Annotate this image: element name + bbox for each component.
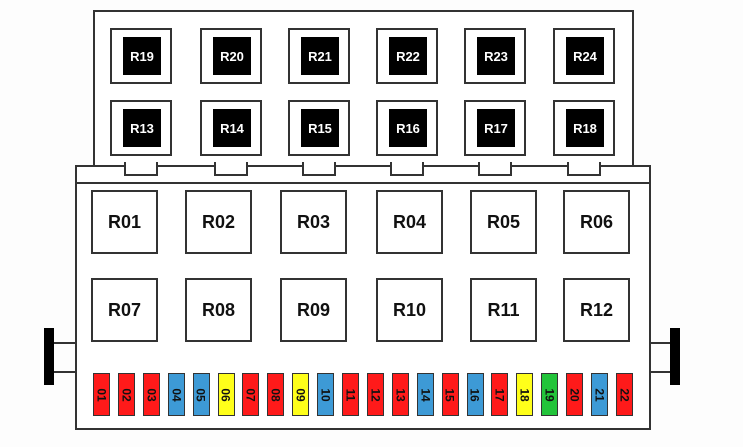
right-mount-line [651, 342, 670, 344]
fuse-label: 15 [443, 387, 458, 402]
relay-r10[interactable]: R10 [376, 278, 443, 342]
relay-r24[interactable]: R24 [553, 28, 615, 84]
fuse-14[interactable]: 14 [416, 373, 434, 416]
fuse-18[interactable]: 18 [516, 373, 534, 416]
fuse-02[interactable]: 02 [117, 373, 135, 416]
relay-r13[interactable]: R13 [110, 100, 172, 156]
relay-r06[interactable]: R06 [563, 190, 630, 254]
clip [478, 162, 512, 176]
fuse-09[interactable]: 09 [292, 373, 310, 416]
fuse-08[interactable]: 08 [267, 373, 285, 416]
relay-label: R13 [123, 109, 161, 147]
left-mount-handle [44, 328, 54, 385]
fuse-label: 22 [617, 387, 632, 402]
relay-label: R14 [213, 109, 251, 147]
relay-r04[interactable]: R04 [376, 190, 443, 254]
relay-r21[interactable]: R21 [288, 28, 350, 84]
fuse-label: 10 [318, 387, 333, 402]
relay-r05[interactable]: R05 [470, 190, 537, 254]
fuse-04[interactable]: 04 [167, 373, 185, 416]
relay-label: R18 [566, 109, 604, 147]
fuse-16[interactable]: 16 [466, 373, 484, 416]
left-mount-line [54, 342, 75, 344]
fuse-label: 14 [418, 387, 433, 402]
fuse-label: 16 [467, 387, 482, 402]
fuse-05[interactable]: 05 [192, 373, 210, 416]
fuse-21[interactable]: 21 [591, 373, 608, 416]
clip [390, 162, 424, 176]
right-mount-line [651, 371, 670, 373]
fuse-15[interactable]: 15 [441, 373, 459, 416]
fuse-label: 07 [243, 387, 258, 402]
fuse-label: 13 [393, 387, 408, 402]
relay-r18[interactable]: R18 [553, 100, 615, 156]
relay-r02[interactable]: R02 [185, 190, 252, 254]
fuse-label: 17 [492, 387, 507, 402]
fuse-label: 06 [218, 387, 233, 402]
fuse-label: 03 [144, 387, 159, 402]
left-mount-line [54, 371, 75, 373]
relay-label: R15 [301, 109, 339, 147]
clip [124, 162, 158, 176]
fuse-06[interactable]: 06 [217, 373, 235, 416]
relay-r20[interactable]: R20 [200, 28, 262, 84]
fuse-label: 18 [517, 387, 532, 402]
clip [302, 162, 336, 176]
relay-label: R20 [213, 37, 251, 75]
relay-r08[interactable]: R08 [185, 278, 252, 342]
relay-label: R24 [566, 37, 604, 75]
relay-r16[interactable]: R16 [376, 100, 438, 156]
fuse-19[interactable]: 19 [541, 373, 559, 416]
relay-label: R19 [123, 37, 161, 75]
fuse-label: 01 [94, 387, 109, 402]
fuse-label: 21 [592, 387, 607, 402]
fuse-label: 04 [169, 387, 184, 402]
relay-r23[interactable]: R23 [464, 28, 526, 84]
relay-r22[interactable]: R22 [376, 28, 438, 84]
clip [214, 162, 248, 176]
fuse-11[interactable]: 11 [342, 373, 359, 416]
relay-r09[interactable]: R09 [280, 278, 347, 342]
clip [567, 162, 601, 176]
fuse-label: 02 [119, 387, 134, 402]
relay-label: R22 [389, 37, 427, 75]
relay-r01[interactable]: R01 [91, 190, 158, 254]
fuse-label: 09 [293, 387, 308, 402]
relay-label: R21 [301, 37, 339, 75]
relay-r17[interactable]: R17 [464, 100, 526, 156]
fuse-10[interactable]: 10 [317, 373, 335, 416]
relay-r03[interactable]: R03 [280, 190, 347, 254]
relay-r11[interactable]: R11 [470, 278, 537, 342]
fuse-17[interactable]: 17 [491, 373, 509, 416]
relay-label: R16 [389, 109, 427, 147]
upper-relay-block [93, 10, 634, 170]
right-mount-handle [670, 328, 680, 385]
fuse-13[interactable]: 13 [391, 373, 409, 416]
fuse-12[interactable]: 12 [366, 373, 384, 416]
relay-r19[interactable]: R19 [110, 28, 172, 84]
fuse-22[interactable]: 22 [615, 373, 633, 416]
fuse-07[interactable]: 07 [242, 373, 260, 416]
block-divider [75, 182, 651, 184]
relay-label: R17 [477, 109, 515, 147]
relay-r12[interactable]: R12 [563, 278, 630, 342]
relay-r07[interactable]: R07 [91, 278, 158, 342]
fuse-label: 19 [542, 387, 557, 402]
fuse-label: 11 [343, 388, 358, 401]
fuse-label: 05 [194, 387, 209, 402]
relay-r15[interactable]: R15 [288, 100, 350, 156]
fuse-03[interactable]: 03 [142, 373, 160, 416]
fuse-20[interactable]: 20 [566, 373, 584, 416]
fuse-01[interactable]: 01 [93, 373, 110, 416]
fuse-label: 08 [268, 387, 283, 402]
relay-r14[interactable]: R14 [200, 100, 262, 156]
fuse-label: 20 [567, 387, 582, 402]
fuse-label: 12 [368, 387, 383, 402]
relay-label: R23 [477, 37, 515, 75]
